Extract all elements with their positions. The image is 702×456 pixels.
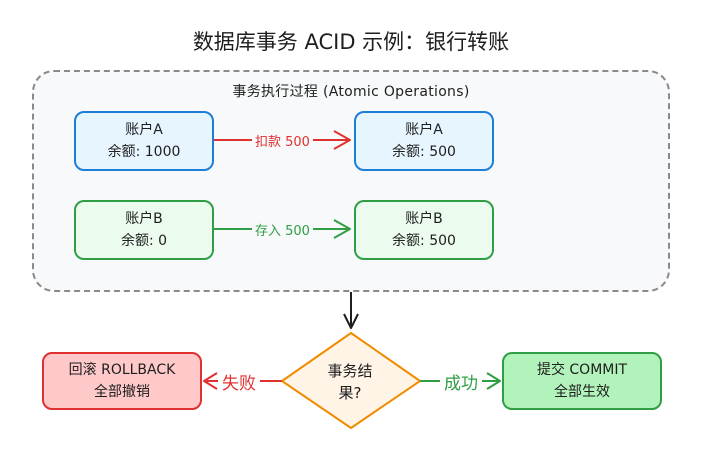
decision-text-line1: 事务结 bbox=[327, 362, 373, 380]
account-a-before-name: 账户A bbox=[125, 122, 163, 138]
debit-label: 扣款 500 bbox=[252, 131, 313, 150]
account-a-after-name: 账户A bbox=[405, 122, 443, 138]
account-b-before: 账户B 余额: 0 bbox=[74, 200, 214, 260]
account-a-before-balance: 余额: 1000 bbox=[107, 144, 181, 160]
failure-arrowhead bbox=[203, 372, 218, 390]
decision-diamond bbox=[281, 332, 421, 429]
success-arrowhead bbox=[486, 372, 501, 390]
commit-line2: 全部生效 bbox=[554, 384, 610, 400]
account-b-after: 账户B 余额: 500 bbox=[354, 200, 494, 260]
decision-text-line2: 果? bbox=[338, 384, 362, 402]
commit-line1: 提交 COMMIT bbox=[536, 362, 628, 378]
account-b-before-name: 账户B bbox=[125, 211, 163, 227]
transaction-group-label: 事务执行过程 (Atomic Operations) bbox=[232, 84, 470, 100]
failure-label: 失败 bbox=[218, 369, 260, 394]
rollback-line2: 全部撤销 bbox=[94, 384, 150, 400]
account-a-after: 账户A 余额: 500 bbox=[354, 111, 494, 171]
group-to-decision-arrowhead bbox=[343, 313, 359, 329]
diagram-title: 数据库事务 ACID 示例：银行转账 bbox=[192, 30, 510, 54]
account-a-before: 账户A 余额: 1000 bbox=[74, 111, 214, 171]
debit-arrowhead bbox=[333, 130, 351, 150]
rollback-line1: 回滚 ROLLBACK bbox=[68, 362, 176, 378]
account-b-after-name: 账户B bbox=[405, 211, 443, 227]
rollback-box: 回滚 ROLLBACK 全部撤销 bbox=[42, 352, 202, 410]
credit-arrowhead bbox=[333, 219, 351, 239]
success-label: 成功 bbox=[440, 369, 482, 394]
credit-label: 存入 500 bbox=[252, 220, 313, 239]
account-a-after-balance: 余额: 500 bbox=[392, 144, 456, 160]
commit-box: 提交 COMMIT 全部生效 bbox=[502, 352, 662, 410]
account-b-after-balance: 余额: 500 bbox=[392, 233, 456, 249]
decision-text: 事务结 果? bbox=[300, 360, 400, 404]
account-b-before-balance: 余额: 0 bbox=[120, 233, 168, 249]
